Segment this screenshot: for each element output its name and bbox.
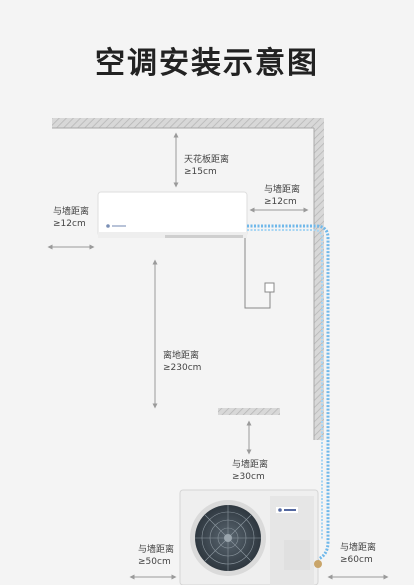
outdoor-ledge	[218, 408, 280, 415]
outdoor-right-distance-label: 与墙距离 ≥60cm	[340, 543, 377, 565]
outdoor-left-distance-label: 与墙距离 ≥50cm	[138, 545, 175, 567]
indoor-left-distance-label: 与墙距离 ≥12cm	[53, 207, 90, 229]
floor-distance-label: 离地距离 ≥230cm	[163, 351, 202, 373]
power-outlet	[244, 238, 275, 309]
pipe-valve	[314, 560, 322, 568]
indoor-right-distance-label: 与墙距离 ≥12cm	[264, 185, 301, 207]
ceiling-wall	[52, 118, 324, 129]
dimension-arrows	[47, 132, 389, 580]
brand-logo-icon	[278, 508, 282, 512]
ceiling-distance-label: 天花板距离 ≥15cm	[184, 155, 230, 177]
right-wall	[313, 118, 324, 440]
outdoor-top-distance-label: 与墙距离 ≥30cm	[232, 460, 269, 482]
outdoor-unit	[179, 489, 322, 585]
indoor-unit	[97, 191, 248, 238]
brand-logo-icon	[106, 224, 110, 228]
page-title: 空调安装示意图	[95, 46, 319, 81]
refrigerant-pipe	[247, 224, 330, 563]
